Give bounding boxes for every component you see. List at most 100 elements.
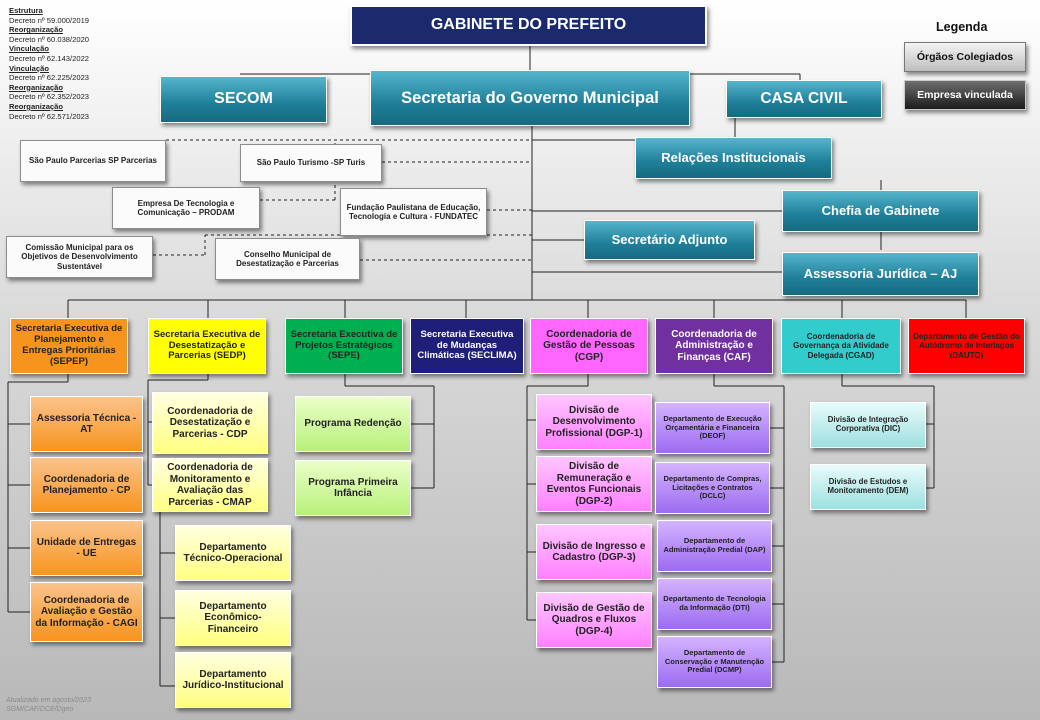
governo-label: Secretaria do Governo Municipal [401,88,659,107]
dgp1-box: Divisão de Desenvolvimento Profissional … [536,394,652,450]
sedp-label: Secretaria Executiva de Desestatização e… [153,328,261,362]
infancia-label: Programa Primeira Infância [308,476,398,500]
dcmp-label: Departamento de Conservação e Manutenção… [664,648,765,675]
caf-box: Coordenadoria de Administração e Finança… [655,318,773,374]
deof-label: Departamento de Execução Orçamentária e … [663,414,762,441]
governo-box: Secretaria do Governo Municipal [370,70,690,126]
decree-text: Decreto nº 59.000/2019 [9,15,90,25]
sp-turis-label: São Paulo Turismo -SP Turis [256,158,366,168]
at-label: Assessoria Técnica - AT [36,412,137,436]
adjunto-box: Secretário Adjunto [584,220,755,260]
legend-orgaos-label: Órgãos Colegiados [916,50,1014,63]
dto-box: Departamento Técnico-Operacional [175,525,291,581]
seclima-label: Secretaria Executiva de Mudanças Climáti… [417,328,517,362]
dgp3-label: Divisão de Ingresso e Cadastro (DGP-3) [542,540,646,564]
cmap-box: Coordenadoria de Monitoramento e Avaliaç… [152,458,268,512]
cdp-box: Coordenadoria de Desestatização e Parcer… [152,392,268,454]
dji-label: Departamento Jurídico-Institucional [182,668,284,692]
secom-box: SECOM [160,76,327,123]
dic-label: Divisão de Integração Corporativa (DIC) [827,415,909,433]
casa-civil-box: CASA CIVIL [726,80,882,118]
footer-note: Atualizado em agosto/2023 SGM/CAF/DCE/Dg… [6,696,91,714]
prodam-label: Empresa De Tecnologia e Comunicação – PR… [137,198,235,217]
cdp-label: Coordenadoria de Desestatização e Parcer… [167,405,253,440]
dgp2-box: Divisão de Remuneração e Eventos Funcion… [536,456,652,512]
sepe-label: Secretaria Executiva de Projetos Estraté… [290,328,398,362]
relacoes-box: Relações Institucionais [635,137,832,179]
decree-text: Decreto nº 60.038/2020 [9,34,90,44]
cagi-label: Coordenadoria de Avaliação e Gestão da I… [35,594,138,629]
cp-label: Coordenadoria de Planejamento - CP [42,473,131,497]
dap-box: Departamento de Administração Predial (D… [657,520,772,572]
decree-heading: Vinculação [9,63,49,73]
chefia-box: Chefia de Gabinete [782,190,979,232]
cmap-label: Coordenadoria de Monitoramento e Avaliaç… [167,462,253,508]
def-box: Departamento Econômico-Financeiro [175,590,291,646]
dgp1-label: Divisão de Desenvolvimento Profissional … [545,404,643,439]
cgp-label: Coordenadoria de Gestão de Pessoas (CGP) [543,328,635,363]
legend-orgaos-box: Órgãos Colegiados [904,42,1026,72]
secom-label: SECOM [214,90,273,108]
legend-empresa-label: Empresa vinculada [917,88,1013,101]
fundatec-box: Fundação Paulistana de Educação, Tecnolo… [340,188,487,236]
comissao-box: Comissão Municipal para os Objetivos de … [6,236,153,278]
legend-empresa-box: Empresa vinculada [904,80,1026,110]
dji-box: Departamento Jurídico-Institucional [175,652,291,708]
sp-parcerias-box: São Paulo Parcerias SP Parcerias [20,140,166,182]
ue-label: Unidade de Entregas - UE [36,536,137,560]
sp-parcerias-label: São Paulo Parcerias SP Parcerias [29,156,157,166]
dgp2-label: Divisão de Remuneração e Eventos Funcion… [546,461,642,507]
redencao-box: Programa Redenção [295,396,411,452]
dgp4-label: Divisão de Gestão de Quadros e Fluxos (D… [543,602,645,637]
conselho-label: Conselho Municipal de Desestatização e P… [236,249,339,268]
juridica-box: Assessoria Jurídica – AJ [782,252,979,296]
ue-box: Unidade de Entregas - UE [30,520,143,576]
sp-turis-box: São Paulo Turismo -SP Turis [240,144,382,182]
infancia-box: Programa Primeira Infância [295,460,411,516]
juridica-label: Assessoria Jurídica – AJ [803,265,958,281]
dto-label: Departamento Técnico-Operacional [183,541,283,565]
dem-label: Divisão de Estudos e Monitoramento (DEM) [827,477,909,495]
fundatec-label: Fundação Paulistana de Educação, Tecnolo… [346,202,481,221]
adjunto-label: Secretário Adjunto [611,231,728,247]
decree-heading: Reorganização [9,101,64,111]
dem-box: Divisão de Estudos e Monitoramento (DEM) [810,464,926,510]
sepep-box: Secretaria Executiva de Planejamento e E… [10,318,128,374]
deof-box: Departamento de Execução Orçamentária e … [655,402,770,454]
dti-label: Departamento de Tecnologia da Informação… [663,594,766,612]
dclc-box: Departamento de Compras, Licitações e Co… [655,462,770,514]
footer-line-2: SGM/CAF/DCE/Dgeo [6,706,74,713]
dgp3-box: Divisão de Ingresso e Cadastro (DGP-3) [536,524,652,580]
decree-heading: Estrutura [9,6,43,15]
at-box: Assessoria Técnica - AT [30,396,143,452]
decree-text: Decreto nº 62.352/2023 [9,92,90,102]
sedp-box: Secretaria Executiva de Desestatização e… [148,318,266,374]
gabinete-box: GABINETE DO PREFEITO [350,5,707,46]
dap-label: Departamento de Administração Predial (D… [663,536,766,554]
conselho-box: Conselho Municipal de Desestatização e P… [215,238,360,280]
seclima-box: Secretaria Executiva de Mudanças Climáti… [410,318,524,374]
decree-heading: Reorganização [9,82,64,92]
def-label: Departamento Econômico-Financeiro [199,600,267,635]
sepep-label: Secretaria Executiva de Planejamento e E… [15,323,123,367]
decree-text: Decreto nº 62.143/2022 [9,53,90,63]
gabinete-label: GABINETE DO PREFEITO [430,16,627,34]
dauto-box: Departamento de Gestão do Autódromo de I… [908,318,1025,374]
chefia-label: Chefia de Gabinete [821,202,940,218]
redencao-label: Programa Redenção [304,418,402,430]
casa-civil-label: CASA CIVIL [760,90,848,108]
relacoes-label: Relações Institucionais [661,149,806,165]
caf-label: Coordenadoria de Administração e Finança… [671,328,757,363]
cp-box: Coordenadoria de Planejamento - CP [30,457,143,513]
decree-text: Decreto nº 62.225/2023 [9,73,90,83]
decree-heading: Reorganização [9,25,64,35]
dclc-label: Departamento de Compras, Licitações e Co… [663,474,762,501]
dauto-label: Departamento de Gestão do Autódromo de I… [913,332,1020,360]
comissao-label: Comissão Municipal para os Objetivos de … [21,243,138,271]
cgad-label: Coordenadoria de Governança da Atividade… [793,332,889,360]
decree-list: Estrutura Decreto nº 59.000/2019 Reorgan… [9,6,139,121]
cgad-box: Coordenadoria de Governança da Atividade… [781,318,901,374]
decree-text: Decreto nº 62.571/2023 [9,111,90,121]
dcmp-box: Departamento de Conservação e Manutenção… [657,636,772,688]
